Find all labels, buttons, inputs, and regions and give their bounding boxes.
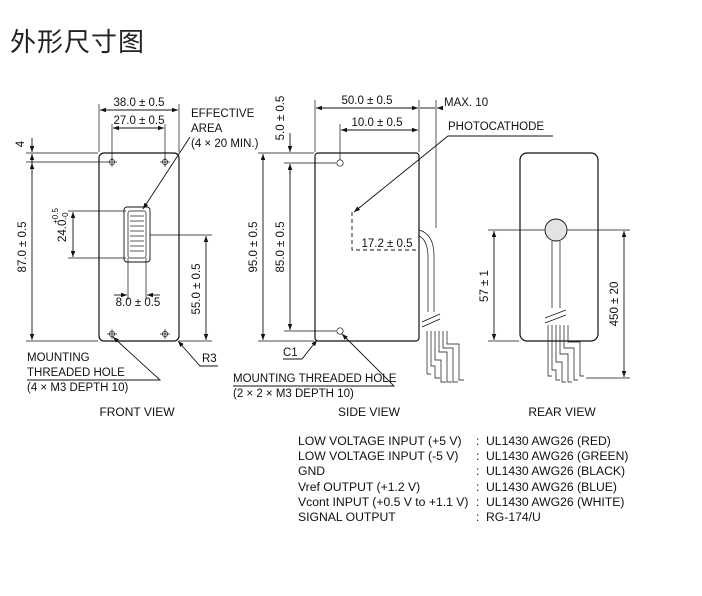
legend-row: Vref OUTPUT (+1.2 V): UL1430 AWG26 (BLUE): [298, 480, 628, 495]
rear-body-outline: [519, 152, 599, 342]
legend-value: UL1430 AWG26 (BLUE): [486, 479, 617, 494]
effective-area-line1: EFFECTIVE: [191, 108, 255, 120]
front-dim-window-tol-plus: +0.5: [51, 208, 60, 224]
legend-label: LOW VOLTAGE INPUT (+5 V): [298, 434, 462, 448]
legend-separator: :: [476, 464, 480, 479]
front-dim-width-outer: 38.0 ± 0.5: [113, 97, 164, 109]
legend-separator: :: [476, 449, 480, 464]
side-view-label: SIDE VIEW: [338, 405, 401, 419]
legend-label: Vref OUTPUT (+1.2 V): [298, 479, 421, 494]
legend-label: SIGNAL OUTPUT: [298, 510, 396, 525]
side-dim-width: 50.0 ± 0.5: [341, 95, 392, 107]
rear-dim-cable-center: 57 ± 1: [479, 270, 491, 302]
side-dim-top: 5.0 ± 0.5: [275, 96, 287, 141]
side-photocathode: PHOTOCATHODE: [448, 121, 544, 133]
rear-dim-cable-length: 450 ± 20: [609, 282, 621, 327]
front-dim-width-inner: 27.0 ± 0.5: [113, 115, 164, 127]
legend-label: Vcont INPUT (+0.5 V to +1.1 V): [298, 494, 469, 509]
effective-area-line2: AREA: [191, 123, 223, 135]
legend-separator: :: [476, 434, 480, 448]
rear-cable: [544, 241, 584, 383]
legend-row: SIGNAL OUTPUT: RG-174/U: [298, 510, 628, 525]
legend-separator: :: [476, 510, 480, 525]
side-dim-height-outer: 95.0 ± 0.5: [248, 221, 260, 272]
side-hole-bottom: [336, 327, 344, 335]
page-title: 外形尺寸图: [10, 28, 146, 58]
side-cable: [418, 229, 464, 383]
legend-row: GND: UL1430 AWG26 (BLACK): [298, 464, 628, 479]
legend-value: UL1430 AWG26 (BLACK): [486, 464, 626, 479]
legend-value: UL1430 AWG26 (GREEN): [486, 449, 629, 464]
front-window: [123, 206, 151, 263]
wire-legend: LOW VOLTAGE INPUT (+5 V): UL1430 AWG26 (R…: [298, 434, 628, 525]
legend-row: LOW VOLTAGE INPUT (-5 V): UL1430 AWG26 (G…: [298, 449, 628, 464]
rear-cable-gland: [544, 218, 568, 242]
front-dim-window-width: 8.0 ± 0.5: [116, 297, 161, 309]
front-dim-height: 87.0 ± 0.5: [17, 221, 29, 272]
front-view-label: FRONT VIEW: [99, 405, 175, 419]
side-dim-height-inner: 85.0 ± 0.5: [275, 221, 287, 272]
legend-separator: :: [476, 494, 480, 509]
front-mounting-line3: (4 × M3 DEPTH 10): [27, 382, 128, 394]
front-dim-center-height: 55.0 ± 0.5: [191, 263, 203, 314]
rear-view-label: REAR VIEW: [528, 405, 596, 419]
rear-view: 57 ± 1 450 ± 20 REAR VIEW: [479, 152, 630, 419]
front-mounting-line1: MOUNTING: [27, 352, 90, 364]
front-radius: R3: [202, 353, 217, 365]
side-dim-cathode-depth: 17.2 ± 0.5: [361, 238, 412, 250]
legend-separator: :: [476, 479, 480, 494]
effective-area-line3: (4 × 20 MIN.): [191, 138, 259, 150]
side-mounting-line2: (2 × 2 × M3 DEPTH 10): [233, 388, 354, 400]
side-dim-max: MAX. 10: [444, 97, 488, 109]
front-dim-window-tol-minus: -0: [61, 212, 70, 220]
side-body-outline: [314, 152, 420, 342]
legend-label: LOW VOLTAGE INPUT (-5 V): [298, 449, 459, 464]
side-view: 50.0 ± 0.5 MAX. 10 10.0 ± 0.5 PHOTOCATHO…: [233, 95, 553, 419]
legend-value: UL1430 AWG26 (RED): [486, 434, 611, 448]
side-dim-hole-offset: 10.0 ± 0.5: [351, 117, 402, 129]
side-chamfer: C1: [283, 347, 298, 359]
front-body-outline: [98, 152, 180, 342]
front-view: 38.0 ± 0.5 27.0 ± 0.5 EFFECTIVE AREA (4 …: [15, 97, 259, 419]
front-dim-window-height: 24.0: [57, 220, 69, 242]
side-mounting-line1: MOUNTING THREADED HOLE: [233, 373, 397, 385]
legend-label: GND: [298, 464, 326, 479]
legend-value: UL1430 AWG26 (WHITE): [486, 494, 625, 509]
legend-row: Vcont INPUT (+0.5 V to +1.1 V): UL1430 AW…: [298, 495, 628, 510]
legend-value: RG-174/U: [486, 510, 541, 525]
front-mounting-line2: THREADED HOLE: [27, 367, 125, 379]
front-dim-top-offset: 4: [15, 140, 27, 147]
legend-row: LOW VOLTAGE INPUT (+5 V): UL1430 AWG26 (R…: [298, 434, 628, 449]
